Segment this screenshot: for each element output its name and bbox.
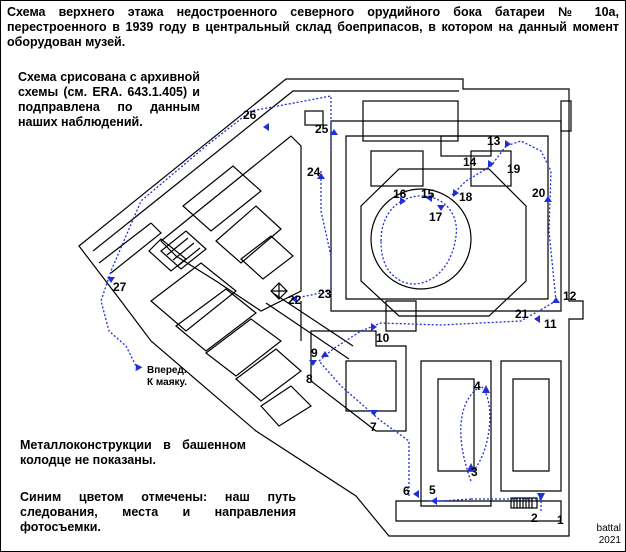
author-signature: battal 2021 <box>597 523 621 547</box>
route-point-label: 21 <box>515 307 529 321</box>
route-point-label: 26 <box>243 108 257 122</box>
building-walls <box>78 78 584 537</box>
direction-label-line1: Вперед. <box>147 365 187 376</box>
route-point-label: 6 <box>403 484 410 498</box>
author-name: battal <box>596 523 621 534</box>
route-point-label: 17 <box>429 210 443 224</box>
route-point-label: 5 <box>429 483 436 497</box>
route-point-label: 16 <box>393 187 407 201</box>
route-point-label: 14 <box>463 155 477 169</box>
source-note: Схема срисована с архивной схемы (см. ER… <box>18 70 200 129</box>
route-point-label: 1 <box>557 513 564 527</box>
route-point-label: 27 <box>113 280 127 294</box>
route-point-label: 7 <box>370 420 377 434</box>
route-point-label: 22 <box>288 293 302 307</box>
route-point-label: 25 <box>315 122 329 136</box>
metal-constructions-note: Металлоконструкции в башенном колодце не… <box>20 438 246 467</box>
route-point-label: 3 <box>471 465 478 479</box>
route-point-label: 13 <box>487 134 501 148</box>
scheme-title: Схема верхнего этажа недостроенного севе… <box>7 5 619 49</box>
route-point-labels: 1 2 3 4 5 6 7 8 9 10 11 12 13 14 15 16 1… <box>113 108 577 527</box>
route-point-label: 12 <box>563 289 577 303</box>
route-point-label: 23 <box>318 287 332 301</box>
route-point-label: 11 <box>544 317 557 331</box>
route-arrows <box>107 123 560 505</box>
legend-note: Синим цветом отмечены: наш путь следован… <box>20 490 296 534</box>
route-point-label: 15 <box>421 187 435 201</box>
route-point-label: 2 <box>531 511 538 525</box>
route-point-label: 20 <box>532 186 546 200</box>
route-point-label: 19 <box>507 162 521 176</box>
route-point-label: 4 <box>474 379 481 393</box>
route-point-label: 9 <box>311 346 318 360</box>
signature-year: 2021 <box>598 535 621 546</box>
route-point-label: 18 <box>459 190 473 204</box>
route-point-label: 8 <box>306 372 313 386</box>
route-point-label: 10 <box>376 331 390 345</box>
route-point-label: 24 <box>307 165 321 179</box>
direction-label-line2: К маяку. <box>147 377 187 388</box>
